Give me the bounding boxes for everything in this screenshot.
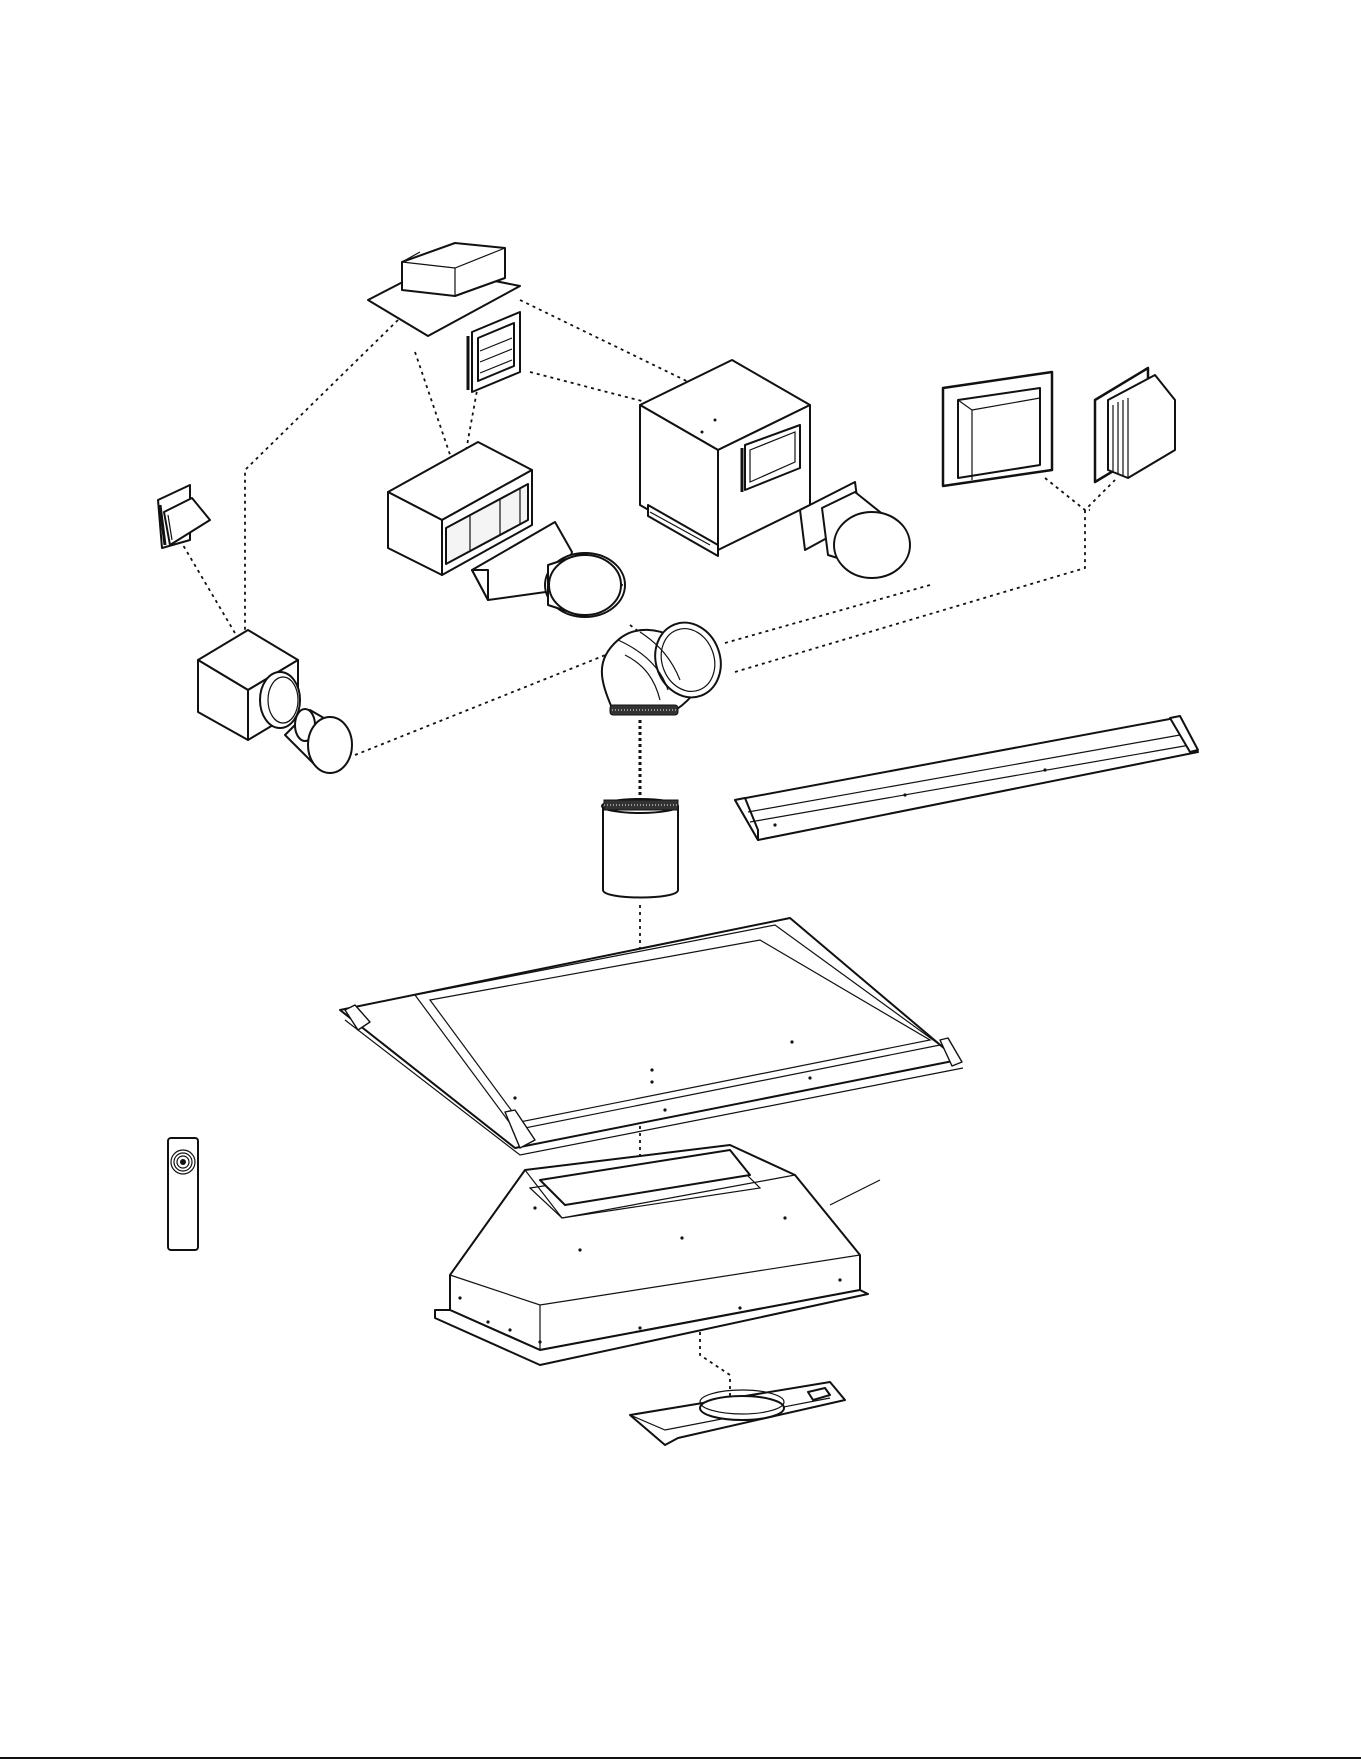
connector-roofcap-blower (245, 320, 398, 655)
wall-cap-icon (1095, 368, 1175, 482)
round-transition-icon (800, 482, 910, 578)
elbow-duct-icon (602, 613, 731, 715)
rail-icon (735, 716, 1198, 840)
remote-control-icon (168, 1138, 198, 1250)
inline-blower-icon (198, 630, 300, 740)
connector-elbow-wallcaps (735, 510, 1090, 672)
connector-wallcap-fork (1045, 478, 1115, 510)
connector-adapter-elbow (355, 650, 618, 755)
damper-icon (630, 1382, 845, 1445)
round-duct-icon (602, 799, 678, 898)
round-duct-icon (285, 709, 352, 773)
liner-icon (340, 918, 963, 1155)
wall-cap-icon (158, 485, 210, 548)
louver-icon (468, 312, 520, 392)
connector-elbow-round (725, 585, 930, 643)
connector-wallcap-blower (180, 540, 245, 650)
hood-insert-icon (435, 1145, 880, 1365)
connector-roofcap-external (520, 300, 705, 390)
external-blower-icon (640, 360, 810, 556)
wall-cap-icon (943, 372, 1052, 486)
